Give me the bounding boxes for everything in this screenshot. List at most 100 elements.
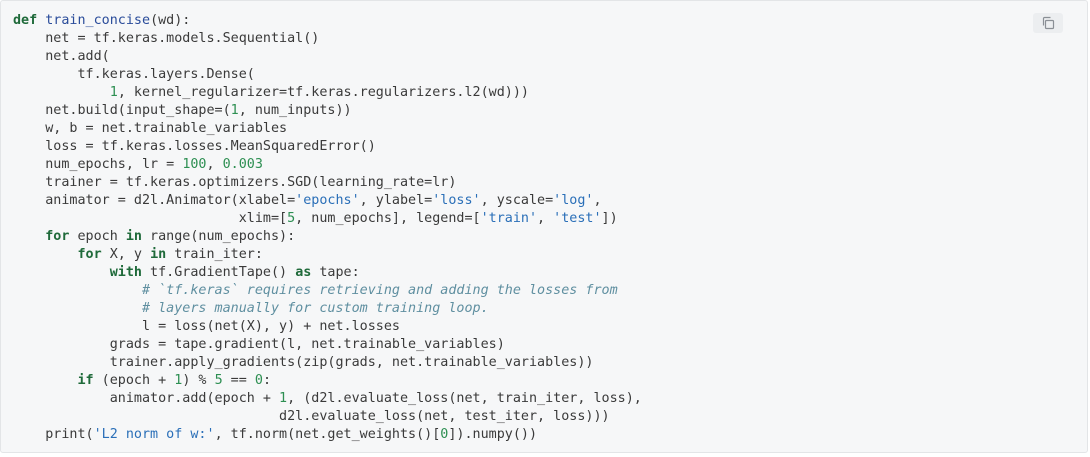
code-text: tf.GradientTape() [142,265,296,280]
code-text: tf.keras.layers.Dense( [13,67,255,82]
copy-icon [1041,16,1055,30]
code-text: ]).numpy()) [448,427,538,442]
code-line: trainer = tf.keras.optimizers.SGD(learni… [13,174,642,192]
code-line: for X, y in train_iter: [13,246,642,264]
code-string: 'epochs' [295,193,360,208]
code-number: 5 [287,211,296,226]
code-line: loss = tf.keras.losses.MeanSquaredError(… [13,138,642,156]
code-text [13,229,45,244]
code-string: 'L2 norm of w:' [93,427,215,442]
code-text: , ylabel= [359,193,433,208]
code-text [13,247,78,262]
code-text: trainer.apply_gradients(zip(grads, net.t… [13,355,594,370]
code-number: 5 [214,373,223,388]
code-line: tf.keras.layers.Dense( [13,66,642,84]
code-comment: # `tf.keras` requires retrieving and add… [142,283,618,298]
code-line: with tf.GradientTape() as tape: [13,264,642,282]
code-text: loss = tf.keras.losses.MeanSquaredError(… [13,139,376,154]
code-line: for epoch in range(num_epochs): [13,228,642,246]
code-text: , num_inputs)) [238,103,352,118]
code-text: trainer = tf.keras.optimizers.SGD(learni… [13,175,457,190]
code-text [13,283,142,298]
code-string: 'test' [553,211,602,226]
code-text: net.add( [13,49,110,64]
code-text [13,301,142,316]
code-line: xlim=[5, num_epochs], legend=['train', '… [13,210,642,228]
code-string: 'train' [480,211,538,226]
code-line: l = loss(net(X), y) + net.losses [13,318,642,336]
code-text: , [206,157,223,172]
code-line: def train_concise(wd): [13,12,642,30]
code-text: num_epochs, lr = [13,157,183,172]
code-line: trainer.apply_gradients(zip(grads, net.t… [13,354,642,372]
code-number: 0 [440,427,449,442]
code-number: 1 [279,391,288,406]
code-line: print('L2 norm of w:', tf.norm(net.get_w… [13,426,642,444]
code-text: ) % [182,373,215,388]
code-body[interactable]: def train_concise(wd): net = tf.keras.mo… [13,12,642,444]
code-text: epoch [69,229,126,244]
code-number: 100 [182,157,207,172]
code-string: 'loss' [432,193,481,208]
code-line: # layers manually for custom training lo… [13,300,642,318]
code-text: , kernel_regularizer=tf.keras.regularize… [117,85,529,100]
code-text: d2l.evaluate_loss(net, test_iter, loss))… [13,409,610,424]
code-text: (epoch + [93,373,175,388]
code-text: grads = tape.gradient(l, net.trainable_v… [13,337,505,352]
code-text: == [222,373,255,388]
code-line: if (epoch + 1) % 5 == 0: [13,372,642,390]
code-number: 0 [254,373,263,388]
code-text [13,373,78,388]
code-text: ]) [601,211,618,226]
code-text: xlim=[ [13,211,288,226]
code-text: print( [13,427,94,442]
code-line: d2l.evaluate_loss(net, test_iter, loss))… [13,408,642,426]
code-line: grads = tape.gradient(l, net.trainable_v… [13,336,642,354]
code-text: animator = d2l.Animator(xlabel= [13,193,296,208]
code-line: 1, kernel_regularizer=tf.keras.regulariz… [13,84,642,102]
code-line: net = tf.keras.models.Sequential() [13,30,642,48]
code-comment: # layers manually for custom training lo… [142,301,489,316]
code-text [13,265,110,280]
code-keyword: with [109,265,142,280]
code-number: 1 [174,373,183,388]
code-keyword: in [150,247,167,262]
code-keyword: as [295,265,312,280]
code-text: : [262,373,271,388]
code-keyword: if [77,373,94,388]
code-text: X, y [101,247,151,262]
code-text: train_iter: [166,247,263,262]
code-line: animator.add(epoch + 1, (d2l.evaluate_lo… [13,390,642,408]
code-text: (wd): [150,13,191,28]
code-keyword: for [77,247,102,262]
code-text: animator.add(epoch + [13,391,280,406]
code-line: w, b = net.trainable_variables [13,120,642,138]
code-text: , [537,211,554,226]
code-text: tape: [311,265,360,280]
code-text: net.build(input_shape=( [13,103,231,118]
code-function-name: train_concise [45,13,151,28]
code-number: 0.003 [222,157,263,172]
code-text: , tf.norm(net.get_weights()[ [214,427,441,442]
code-keyword: in [125,229,142,244]
code-line: net.build(input_shape=(1, num_inputs)) [13,102,642,120]
code-text: , (d2l.evaluate_loss(net, train_iter, lo… [287,391,642,406]
code-string: 'log' [553,193,594,208]
code-text: , num_epochs], legend=[ [295,211,481,226]
code-text [13,85,110,100]
code-text: , [593,193,602,208]
code-text: net = tf.keras.models.Sequential() [13,31,320,46]
code-line: animator = d2l.Animator(xlabel='epochs',… [13,192,642,210]
code-number: 1 [109,85,118,100]
copy-button[interactable] [1033,13,1063,33]
code-text: range(num_epochs): [142,229,296,244]
code-text: l = loss(net(X), y) + net.losses [13,319,400,334]
code-text: w, b = net.trainable_variables [13,121,288,136]
code-keyword: def [13,13,38,28]
code-line: net.add( [13,48,642,66]
code-number: 1 [230,103,239,118]
code-line: num_epochs, lr = 100, 0.003 [13,156,642,174]
code-line: # `tf.keras` requires retrieving and add… [13,282,642,300]
code-text: , yscale= [480,193,554,208]
